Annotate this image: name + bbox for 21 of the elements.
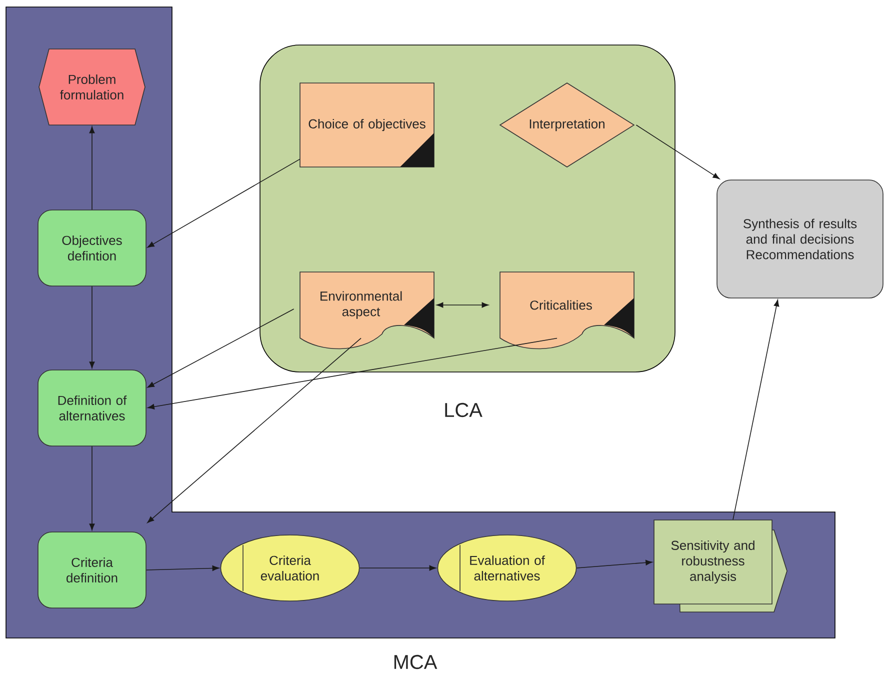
arrow xyxy=(636,124,720,180)
arrow xyxy=(89,286,95,368)
rounded-box: Criteria definition xyxy=(38,532,146,608)
rounded-box: Synthesis of results and final decisions Recommendations xyxy=(716,180,884,298)
arrow xyxy=(732,300,780,520)
rounded-box: Definition of alternatives xyxy=(38,370,146,446)
arrow xyxy=(147,158,300,248)
arrow xyxy=(359,565,436,571)
stacked-box: Sensitivity and robustness analysis xyxy=(654,520,788,612)
arrow xyxy=(147,308,294,388)
arrow xyxy=(148,338,558,410)
arrow xyxy=(89,126,95,210)
arrow xyxy=(576,560,652,568)
rounded-box: Objectives defintion xyxy=(38,210,146,286)
arrow xyxy=(89,446,95,530)
node-label: LCA xyxy=(445,402,482,418)
arrow xyxy=(436,302,489,308)
node-label: MCA xyxy=(394,654,438,670)
hexagon-box: Problem formulation xyxy=(38,48,146,126)
arrow xyxy=(147,338,362,523)
arrow xyxy=(146,566,220,571)
